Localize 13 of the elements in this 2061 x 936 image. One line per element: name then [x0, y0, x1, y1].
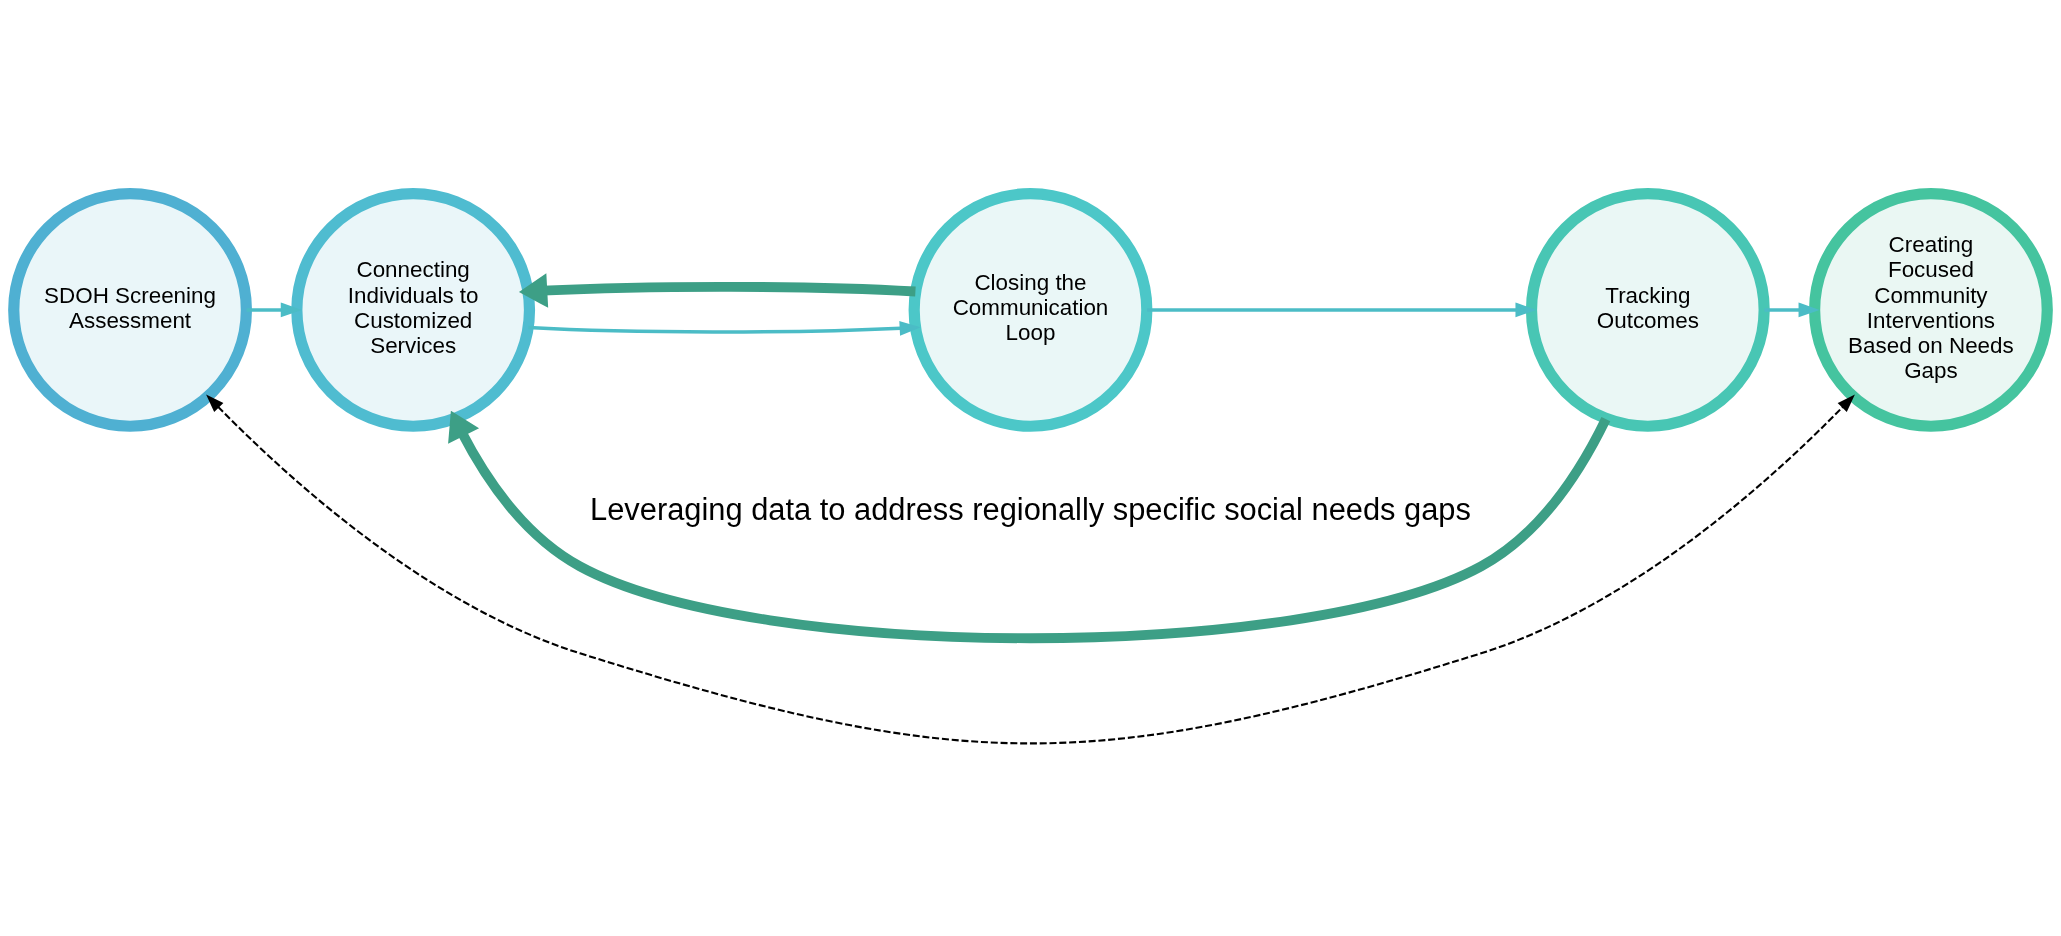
arrow: [448, 410, 1611, 643]
arrow: [246, 302, 302, 317]
arrow: [518, 272, 916, 308]
node-circle: SDOH Screening Assessment: [8, 187, 252, 432]
arrow: [1147, 302, 1537, 317]
arrow: [1764, 302, 1820, 317]
arrow: [206, 393, 1855, 744]
node-circle: Connecting Individuals to Customized Services: [291, 187, 536, 432]
arrow: [528, 320, 921, 336]
node-circle: Closing the Communication Loop: [908, 187, 1153, 432]
label: Leveraging data to address regionally specific social needs gaps: [590, 491, 1471, 527]
node-circle: Creating Focused Community Interventions Based on Needs Gaps: [1809, 187, 2053, 432]
node-circle: Tracking Outcomes: [1525, 187, 1770, 432]
